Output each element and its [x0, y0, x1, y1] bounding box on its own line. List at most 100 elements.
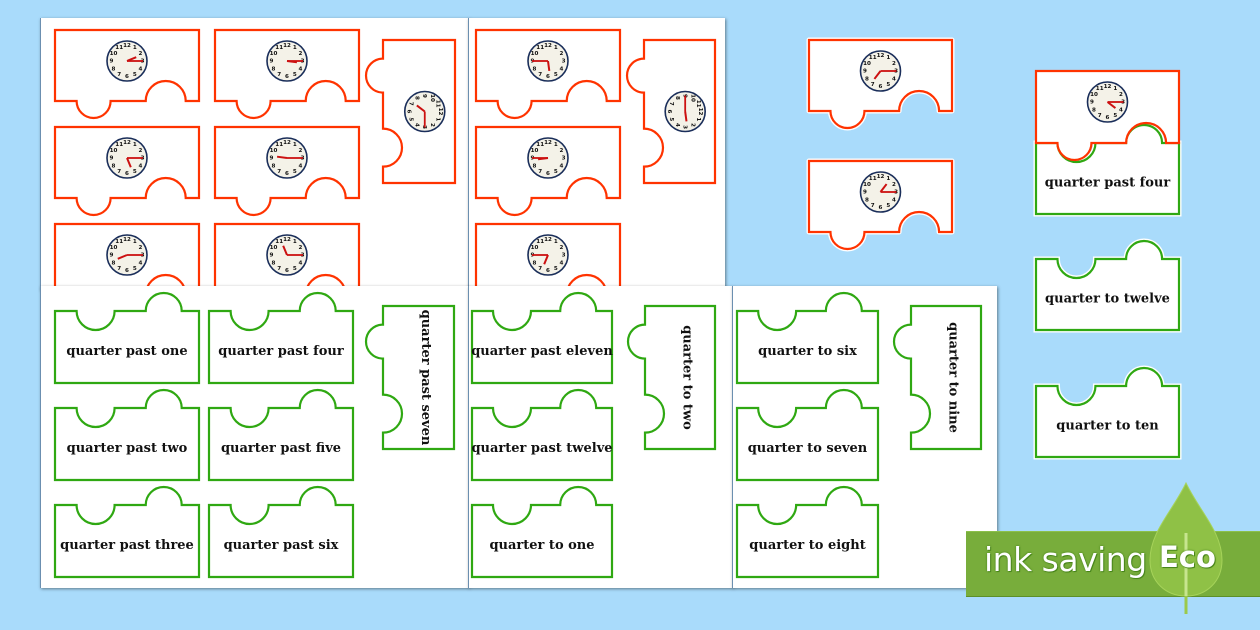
clock-numeral: 11	[869, 176, 877, 182]
vertical-label-piece[interactable]: quarter to two	[626, 304, 717, 451]
clock-numeral: 10	[110, 245, 118, 251]
label-puzzle-piece[interactable]: quarter past one	[53, 291, 201, 385]
clock-numeral: 5	[133, 72, 137, 78]
clock-puzzle-piece[interactable]: 123456789101112	[474, 125, 622, 217]
clock-numeral: 8	[865, 197, 869, 203]
clock-numeral: 1	[554, 239, 558, 245]
clock-numeral: 12	[877, 53, 885, 59]
clock-numeral: 7	[538, 266, 542, 272]
label-puzzle-piece[interactable]: quarter past four	[207, 291, 355, 385]
clock-numeral: 11	[1096, 86, 1104, 92]
clock-numeral: 7	[871, 203, 875, 209]
clock-numeral: 5	[886, 82, 890, 88]
clock-icon: 123456789101112	[859, 171, 902, 213]
clock-icon: 123456789101112	[266, 234, 308, 276]
clock-numeral: 5	[293, 169, 297, 175]
label-puzzle-piece[interactable]: quarter past five	[207, 388, 355, 482]
clock-numeral: 3	[682, 125, 688, 129]
piece-label: quarter past eleven	[471, 344, 613, 359]
piece-label: quarter to seven	[748, 441, 868, 456]
clock-numeral: 5	[668, 117, 674, 121]
clock-numeral: 2	[429, 123, 435, 127]
hour-hand	[126, 157, 132, 168]
label-puzzle-piece[interactable]: quarter to one	[470, 485, 614, 579]
clock-numeral: 2	[139, 245, 143, 251]
clock-puzzle-piece[interactable]: 123456789101112	[806, 37, 955, 131]
clock-puzzle-piece[interactable]: 123456789101112	[213, 28, 361, 120]
label-puzzle-piece[interactable]: quarter to ten	[1033, 365, 1182, 460]
label-puzzle-piece[interactable]: quarter past twelve	[470, 388, 614, 482]
vertical-label-piece[interactable]: quarter past seven	[364, 304, 456, 451]
label-sheet-3-pieces: quarter to six quarter to seven quarter to…	[735, 291, 983, 579]
clock-numeral: 8	[112, 163, 116, 169]
clock-numeral: 6	[879, 84, 883, 90]
label-puzzle-piece[interactable]: quarter past three	[53, 485, 201, 579]
label-puzzle-piece[interactable]: quarter past eleven	[470, 291, 613, 385]
clock-numeral: 12	[283, 140, 291, 146]
label-puzzle-piece[interactable]: quarter to seven	[735, 388, 880, 482]
clock-numeral: 11	[695, 100, 701, 108]
piece-label: quarter past seven	[418, 310, 433, 446]
clock-icon: 123456789101112	[859, 50, 902, 92]
clock-numeral: 10	[270, 148, 278, 154]
clock-numeral: 12	[123, 43, 131, 49]
clock-numeral: 4	[674, 123, 680, 127]
clock-puzzle-piece[interactable]: 123456789101112	[806, 158, 955, 252]
clock-numeral: 11	[115, 142, 123, 148]
label-puzzle-piece[interactable]: quarter to eight	[735, 485, 880, 579]
clock-numeral: 12	[437, 108, 443, 116]
label-puzzle-piece[interactable]: quarter past six	[207, 485, 355, 579]
clock-numeral: 1	[435, 117, 441, 121]
clock-numeral: 11	[115, 239, 123, 245]
clock-numeral: 2	[689, 123, 695, 127]
clock-numeral: 4	[892, 76, 896, 82]
clock-numeral: 3	[562, 253, 566, 259]
clock-numeral: 6	[879, 205, 883, 211]
clock-numeral: 5	[293, 72, 297, 78]
clock-puzzle-piece[interactable]: 123456789101112	[53, 28, 201, 120]
clock-numeral: 2	[299, 245, 303, 251]
clock-numeral: 6	[125, 74, 129, 80]
piece-label: quarter past one	[66, 344, 187, 359]
vertical-clock-piece[interactable]: 123456789101112	[364, 38, 457, 185]
clock-numeral: 4	[892, 197, 896, 203]
clock-numeral: 8	[533, 260, 537, 266]
clock-numeral: 1	[133, 45, 137, 51]
piece-label: quarter to ten	[1056, 418, 1159, 433]
clock-numeral: 5	[1113, 113, 1117, 119]
clock-numeral: 6	[1106, 115, 1110, 121]
clock-numeral: 4	[1119, 107, 1123, 113]
vertical-clock-piece[interactable]: 123456789101112	[625, 38, 717, 185]
clock-numeral: 9	[863, 190, 867, 196]
clock-numeral: 2	[139, 148, 143, 154]
clock-numeral: 6	[546, 171, 550, 177]
clock-numeral: 6	[285, 74, 289, 80]
clock-numeral: 3	[562, 156, 566, 162]
clock-numeral: 12	[877, 174, 885, 180]
piece-label: quarter past five	[221, 441, 341, 456]
clock-numeral: 9	[421, 94, 427, 98]
clock-numeral: 5	[133, 266, 137, 272]
clock-icon: 123456789101112	[403, 90, 446, 133]
clock-puzzle-piece[interactable]: 123456789101112	[474, 28, 622, 120]
clock-numeral: 9	[269, 156, 273, 162]
clock-numeral: 1	[886, 176, 890, 182]
clock-numeral: 1	[293, 45, 297, 51]
piece-label: quarter past three	[60, 538, 194, 553]
clock-puzzle-piece[interactable]: 123456789101112	[53, 125, 201, 217]
label-puzzle-piece[interactable]: quarter past two	[53, 388, 201, 482]
hour-hand	[879, 183, 888, 193]
clock-numeral: 4	[299, 260, 303, 266]
label-puzzle-piece[interactable]: quarter to six	[735, 291, 880, 385]
clock-puzzle-piece[interactable]: 123456789101112	[1034, 69, 1181, 162]
clock-numeral: 6	[285, 171, 289, 177]
clock-puzzle-piece[interactable]: 123456789101112	[213, 125, 361, 217]
label-puzzle-piece[interactable]: quarter to twelve	[1033, 238, 1182, 333]
clock-numeral: 1	[1113, 86, 1117, 92]
vertical-label-piece[interactable]: quarter to nine	[892, 304, 983, 451]
clock-icon: 123456789101112	[106, 234, 148, 276]
clock-numeral: 6	[285, 268, 289, 274]
clock-numeral: 4	[413, 123, 419, 127]
